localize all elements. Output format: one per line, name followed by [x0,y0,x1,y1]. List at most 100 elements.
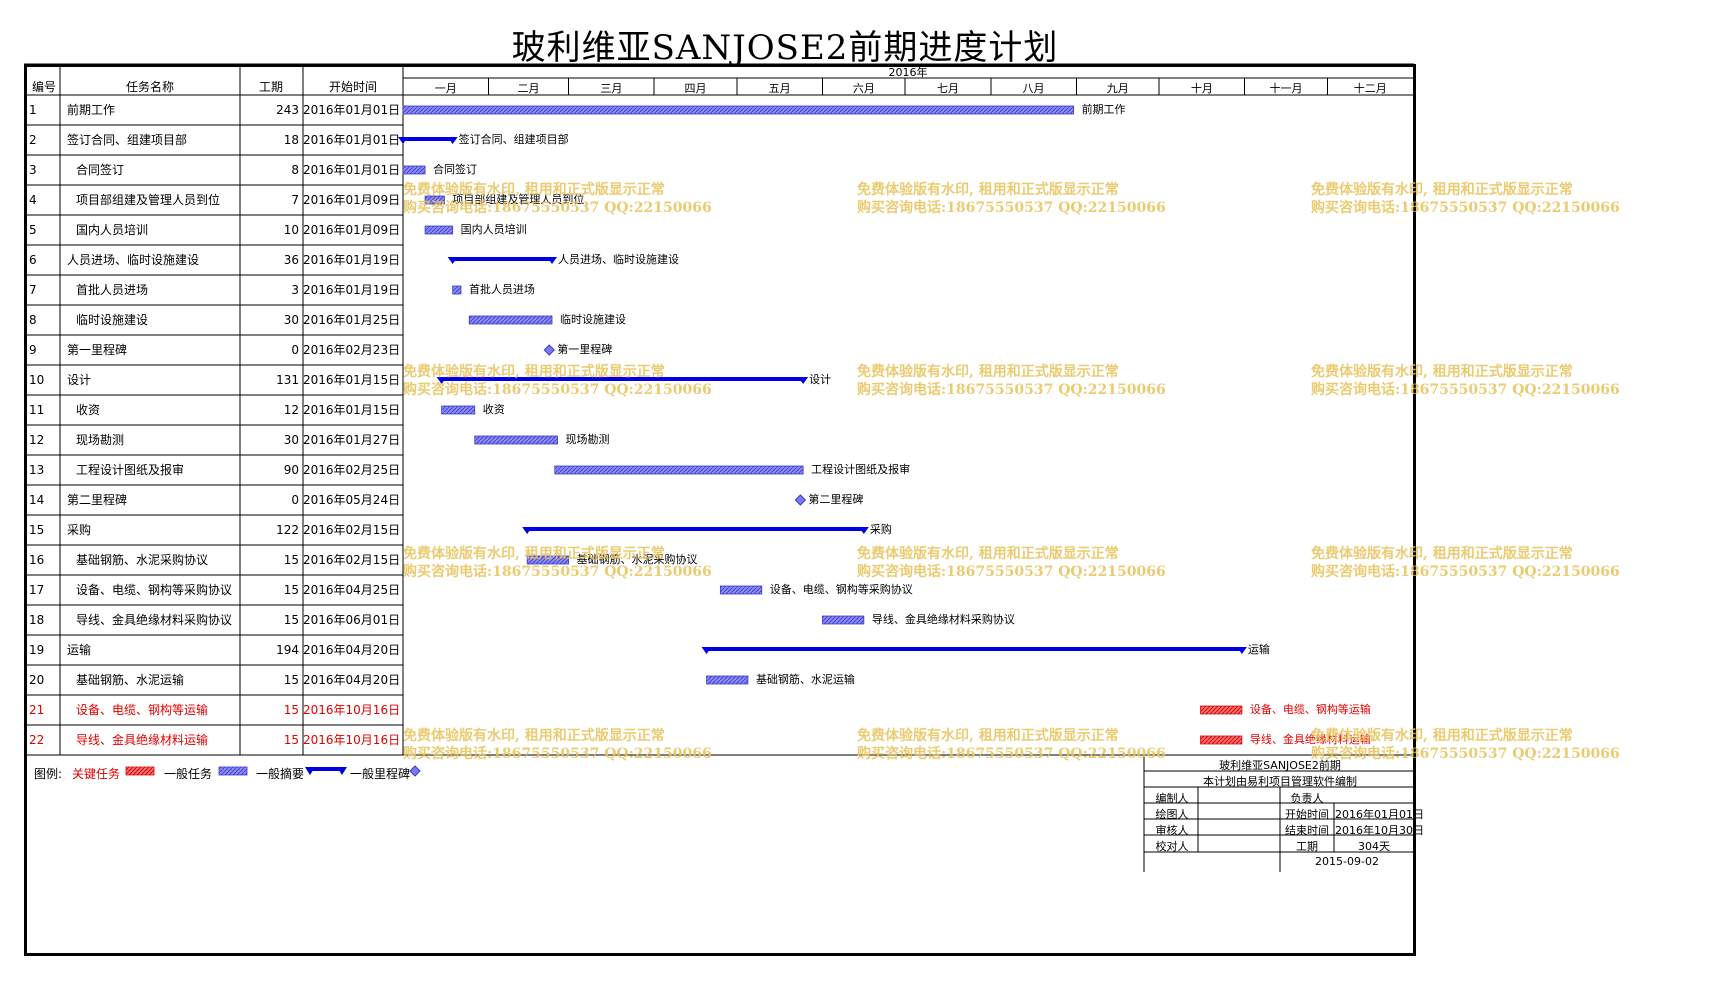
summary-bar [452,257,553,261]
task-id: 3 [29,163,37,177]
task-duration: 10 [283,223,299,237]
bar-label: 基础钢筋、水泥运输 [755,673,855,686]
summary-cap-start [436,377,447,384]
info-editor-label: 编制人 [1155,792,1189,805]
task-id: 13 [29,463,45,477]
task-bar [468,315,553,325]
header-name: 任务名称 [125,80,174,94]
task-start: 2016年01月15日 [303,403,401,417]
bar-label: 设计 [809,373,832,386]
bar-label: 现场勘测 [565,433,610,446]
task-start: 2016年06月01日 [303,613,401,627]
task-bar [402,105,1074,115]
bar-label: 运输 [1247,643,1270,656]
task-duration: 15 [283,613,299,627]
task-bar [452,285,462,295]
task-name: 运输 [67,643,92,657]
milestone-marker [543,344,555,356]
task-duration: 122 [276,523,299,537]
task-duration: 243 [276,103,299,117]
bar-label: 第一里程碑 [557,343,613,356]
bar-label: 临时设施建设 [560,313,627,326]
bar-label: 国内人员培训 [460,223,527,236]
header-start: 开始时间 [328,80,377,94]
task-duration: 90 [283,463,299,477]
task-start: 2016年01月09日 [303,193,401,207]
task-id: 21 [29,703,45,717]
info-project: 玻利维亚SANJOSE2前期 [1219,759,1341,772]
task-name: 采购 [67,523,92,537]
task-start: 2016年05月24日 [303,493,401,507]
task-name: 导线、金具绝缘材料运输 [76,733,209,747]
task-start: 2016年04月20日 [303,643,401,657]
task-duration: 194 [276,643,299,657]
summary-cap-end [798,377,809,384]
month-label: 一月 [434,82,457,95]
task-bar [402,165,426,175]
bar-label: 设备、电缆、钢构等采购协议 [769,583,913,596]
task-start: 2016年01月27日 [303,433,401,447]
summary-cap-start [701,647,712,654]
task-id: 20 [29,673,45,687]
bar-label: 人员进场、临时设施建设 [558,253,680,266]
task-start: 2016年10月16日 [303,703,401,717]
month-label: 七月 [937,82,959,95]
task-duration: 8 [291,163,299,177]
task-start: 2016年01月01日 [303,133,401,147]
bar-label: 首批人员进场 [468,283,535,296]
bar-label: 合同签订 [433,163,478,176]
summary-cap-end [547,257,558,264]
legend-milestone-swatch [409,765,421,777]
task-id: 5 [29,223,37,237]
info-duration-value: 304天 [1358,840,1390,853]
bar-label: 签订合同、组建项目部 [458,133,569,146]
header-duration: 工期 [258,80,283,94]
milestone-marker [794,494,807,506]
summary-cap-start [522,527,533,534]
summary-bar [441,377,804,381]
bar-label: 导线、金具绝缘材料采购协议 [871,613,1015,626]
task-duration: 36 [283,253,299,267]
month-label: 八月 [1022,82,1045,95]
task-id: 1 [29,103,37,117]
task-name: 设备、电缆、钢构等运输 [76,703,209,717]
task-duration: 15 [283,733,299,747]
bar-label: 采购 [869,523,892,536]
task-name: 临时设施建设 [76,313,149,327]
task-start: 2016年04月25日 [303,583,401,597]
task-bar [526,555,569,565]
task-duration: 15 [283,553,299,567]
task-duration: 30 [283,433,299,447]
bar-label: 第二里程碑 [808,493,864,506]
task-bar [719,585,763,595]
legend-summary-cap-end [337,767,347,775]
task-name: 基础钢筋、水泥采购协议 [76,553,209,567]
task-bar [474,435,558,445]
task-id: 16 [29,553,45,567]
info-date: 2015-09-02 [1315,855,1379,868]
chart-title: 玻利维亚SANJOSE2前期进度计划 [511,28,1059,68]
task-start: 2016年01月19日 [303,253,401,267]
legend-critical-swatch [125,766,155,776]
bar-label: 项目部组建及管理人员到位 [452,193,585,206]
month-label: 十月 [1190,82,1213,95]
task-id: 14 [29,493,45,507]
legend-general-swatch [218,766,248,776]
legend-label: 图例: [34,767,63,781]
task-id: 2 [29,133,37,147]
summary-cap-end [858,527,869,534]
info-note: 本计划由易利项目管理软件编制 [1203,775,1357,788]
task-duration: 0 [291,493,299,507]
task-id: 15 [29,523,45,537]
task-name: 设备、电缆、钢构等采购协议 [76,583,233,597]
task-bar [822,615,865,625]
bar-label: 导线、金具绝缘材料运输 [1249,733,1371,746]
task-id: 10 [29,373,45,387]
month-label: 十二月 [1353,82,1387,95]
task-id: 17 [29,583,45,597]
task-start: 2016年01月01日 [303,103,401,117]
task-id: 8 [29,313,37,327]
task-name: 基础钢筋、水泥运输 [76,673,185,687]
task-name: 前期工作 [67,103,116,117]
